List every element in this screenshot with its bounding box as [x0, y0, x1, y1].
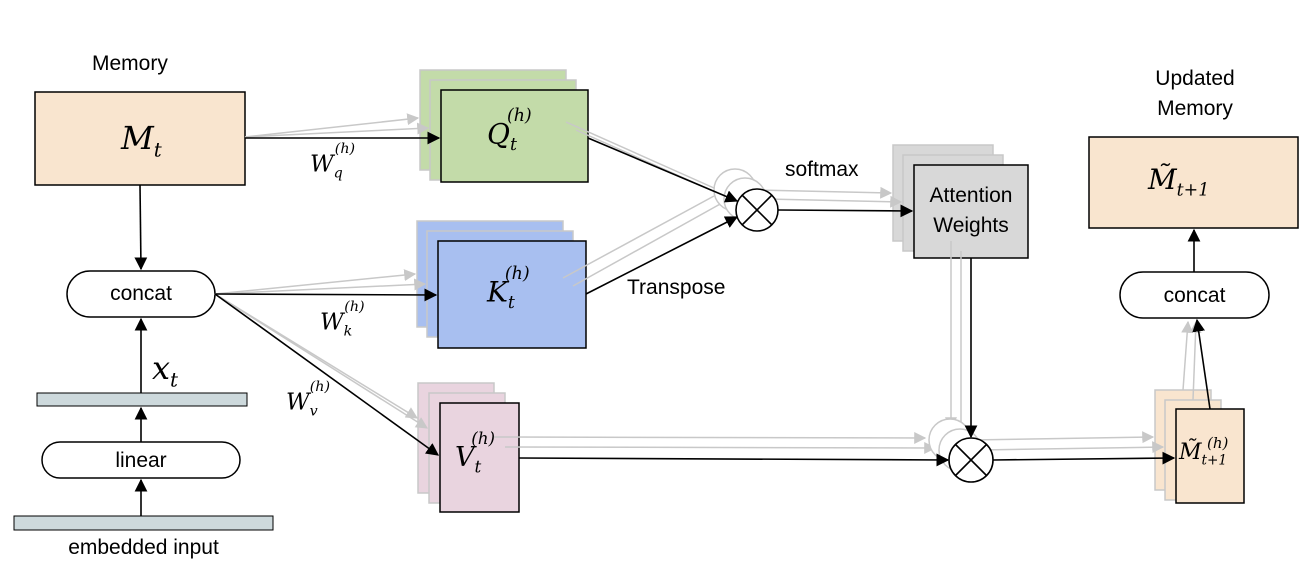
arrow-head-to-concat [1192, 318, 1211, 410]
updated-memory-symbol: M̃t+1 [1148, 163, 1210, 201]
concat-right-label: concat [1163, 284, 1226, 307]
concat-left-label: concat [110, 282, 172, 305]
updated-memory-block [1088, 136, 1299, 229]
connections [134, 131, 1211, 516]
arrow-memory-to-concat [134, 184, 148, 271]
value-block [439, 402, 520, 513]
key-stack [416, 220, 587, 349]
wq-label: Wq(h) [310, 141, 356, 182]
arrow-query-to-multiply [587, 137, 739, 203]
arrow-multiply-to-attention [777, 204, 914, 218]
updated-memory-label-1: Updated [1155, 67, 1235, 90]
value-symbol: Vt(h) [455, 428, 496, 477]
transpose-label: Transpose [627, 276, 726, 299]
head-output-block [1175, 408, 1245, 504]
embedded-input-bar [13, 515, 274, 531]
arrow-concat-to-key [214, 288, 438, 302]
query-stack [419, 69, 589, 183]
head-output-sup: (h) [1207, 434, 1229, 452]
embedded-input-label: embedded input [68, 536, 219, 559]
memory-symbol: Mt [121, 119, 162, 162]
attention-label-2: Weights [933, 214, 1009, 237]
query-symbol: Qt(h) [487, 106, 532, 155]
attention-stack [892, 144, 1029, 259]
key-block [437, 240, 587, 349]
multiply-top-icon [735, 188, 779, 232]
memory-label: Memory [92, 52, 168, 75]
multiply-bottom-icon [948, 437, 994, 483]
attention-label-1: Attention [929, 184, 1013, 207]
linear-label: linear [115, 449, 167, 472]
arrow-key-to-multiply [585, 216, 739, 295]
softmax-label: softmax [785, 158, 859, 181]
xt-bar [36, 392, 248, 407]
arrow-value-to-multiply [518, 453, 950, 467]
wk-label: Wk(h) [320, 299, 365, 340]
arrow-multiply-to-head [992, 451, 1176, 465]
memory-block [34, 91, 246, 186]
attention-block [913, 164, 1029, 259]
head-output-symbol: M̃t+1 [1179, 440, 1228, 469]
xt-symbol: xt [152, 349, 179, 392]
key-symbol: Kt(h) [487, 264, 530, 313]
arrow-concat-to-value [214, 293, 440, 456]
wv-label: Wv(h) [286, 379, 330, 420]
updated-memory-label-2: Memory [1157, 97, 1233, 120]
query-block [440, 89, 589, 183]
